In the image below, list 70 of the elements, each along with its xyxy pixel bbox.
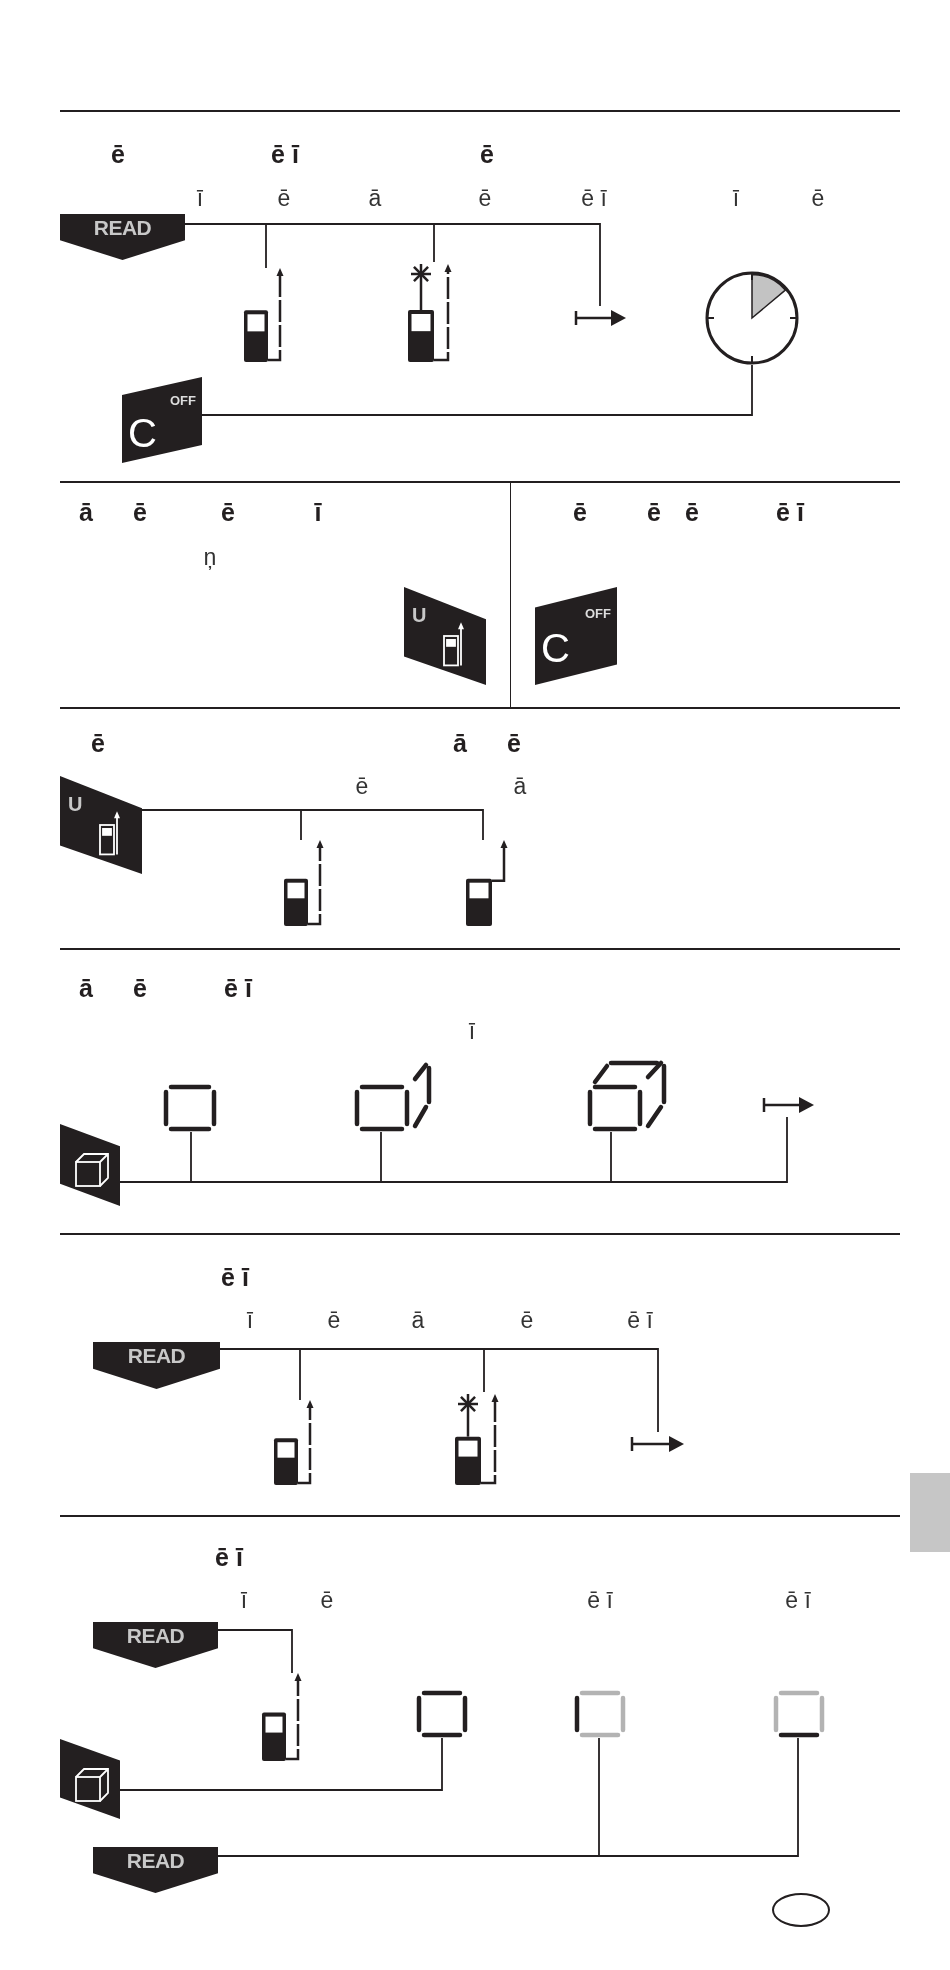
square-outline-icon [574,1690,626,1738]
cube-key-icon [60,1739,120,1819]
key-label: U [412,604,427,625]
caption-text: ē [355,774,369,798]
square-outline-icon [416,1690,468,1738]
heading-text: ē ī [776,499,804,525]
key-label: C [128,413,157,454]
caption-text: ē ī [587,1588,613,1612]
heading-text: ē [133,499,147,525]
caption-text: ē ī [785,1588,811,1612]
caption-text: ā [513,774,527,798]
caption-text: ē ī [627,1308,653,1332]
heading-text: ē [507,730,521,756]
key-label: READ [125,1625,186,1646]
heading-text: ē [221,499,235,525]
key-label: READ [92,217,153,238]
caption-text: ē [811,186,825,210]
caption-text: ē [277,186,291,210]
heading-text: ē ī [224,975,252,1001]
key-symbol [122,377,202,463]
caption-text: ē [320,1588,334,1612]
connector-line [119,1737,443,1791]
heading-text: ē [133,975,147,1001]
caption-text: ī [196,186,204,210]
side-tab [910,1473,950,1552]
cube-outline-icon [587,1060,667,1132]
heading-text: ā [79,499,93,525]
key-symbol [93,1622,218,1668]
key-symbol [60,776,142,874]
key-symbol [60,214,185,260]
heading-text: ē [91,730,105,756]
heading-text: ē [573,499,587,525]
caption-text: ā [368,186,382,210]
caption-text: ī [732,186,740,210]
caption-text: ī [468,1019,476,1043]
caption-text: ī [240,1588,248,1612]
caption-text: ņ [203,545,217,569]
caption-text: ē [327,1308,341,1332]
heading-text: ē ī [215,1544,243,1570]
key-symbol [404,587,486,685]
heading-text: ē ī [221,1264,249,1290]
key-symbol [93,1342,220,1389]
key-label: OFF [585,606,611,620]
heading-text: ī [314,499,322,525]
caption-text: ē [478,186,492,210]
connector-line [217,1629,293,1674]
caption-text: ē [520,1308,534,1332]
heading-text: ā [453,730,467,756]
key-label: READ [125,1850,186,1871]
square-outline-icon [773,1690,825,1738]
square-outline-icon [163,1084,217,1132]
heading-text: ē [480,141,494,167]
connector-line [201,364,753,416]
key-symbol [93,1847,218,1893]
caption-text: ē ī [581,186,607,210]
heading-text: ē [647,499,661,525]
heading-text: ā [79,975,93,1001]
cube-outline-icon [354,1062,432,1132]
key-label: READ [126,1345,187,1366]
heading-text: ē ī [271,141,299,167]
heading-text: ē [111,141,125,167]
caption-text: ā [411,1308,425,1332]
key-label: U [68,793,83,814]
key-symbol [535,587,617,685]
caption-text: ī [246,1308,254,1332]
heading-text: ē [685,499,699,525]
cube-key-icon [60,1124,120,1206]
key-label: OFF [170,394,196,408]
clock-icon [705,271,799,365]
key-label: C [541,628,570,669]
